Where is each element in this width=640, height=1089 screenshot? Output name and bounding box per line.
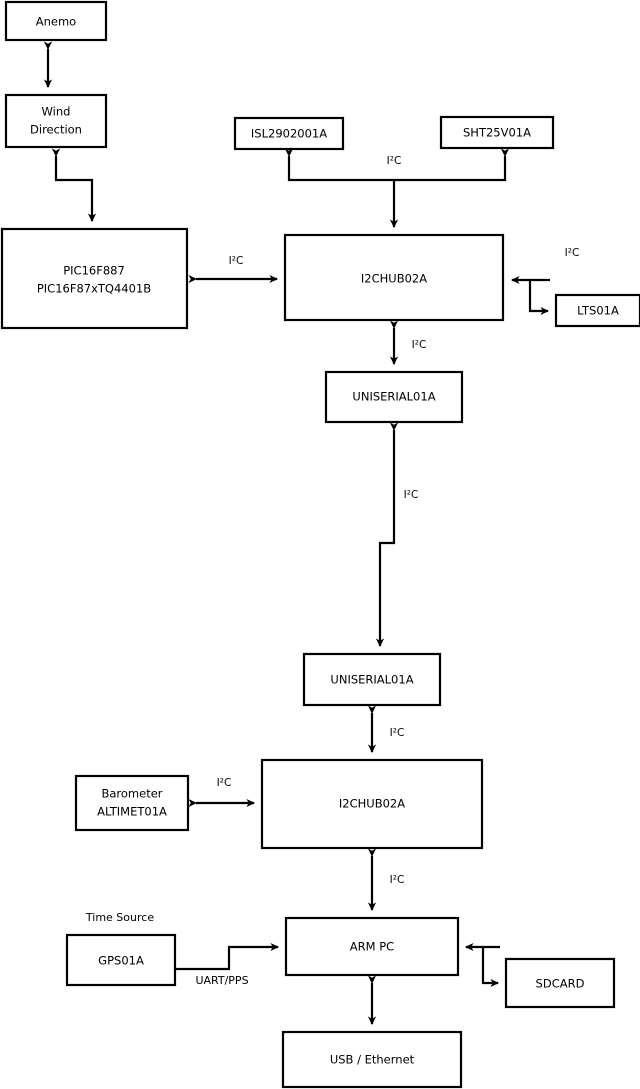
edge-gps-armpc	[175, 942, 280, 971]
edge-uni-to-uni-zigzag	[375, 422, 399, 648]
node-usb-ethernet-box[interactable]	[281, 1030, 463, 1089]
node-usb-ethernet[interactable]: USB / Ethernet	[281, 1030, 463, 1089]
node-barometer-box[interactable]	[74, 774, 190, 832]
node-uniserial01a-bottom-box[interactable]	[302, 652, 442, 707]
node-sht25v01a[interactable]: SHT25V01A	[439, 115, 555, 150]
node-pic-mcu-label-line2: PIC16F87xTQ4401B	[37, 282, 151, 296]
node-usb-ethernet-label: USB / Ethernet	[330, 1053, 415, 1067]
node-pic-mcu-box[interactable]	[0, 227, 189, 330]
node-arm-pc-box[interactable]	[284, 916, 460, 977]
node-isl2902001a-box[interactable]	[233, 116, 345, 151]
node-i2chub02a-top[interactable]: I2CHUB02A	[283, 233, 505, 322]
node-i2chub02a-top-box[interactable]	[283, 233, 505, 322]
node-wind-direction-label-line2: Direction	[30, 123, 82, 137]
node-gps01a[interactable]: GPS01A	[65, 933, 177, 987]
node-barometer[interactable]: Barometer ALTIMET01A	[74, 774, 190, 832]
node-gps01a-label: GPS01A	[98, 954, 144, 968]
edge-label-uni-to-uni: I²C	[404, 489, 419, 501]
node-uniserial01a-top-label: UNISERIAL01A	[352, 390, 435, 404]
edge-bus-isl	[284, 148, 394, 182]
node-wind-direction-box[interactable]	[4, 93, 108, 149]
node-wind-direction-label-line1: Wind	[42, 105, 71, 119]
node-anemo[interactable]: Anemo	[4, 0, 108, 42]
node-barometer-label-line1: Barometer	[101, 787, 162, 801]
node-uniserial01a-top[interactable]: UNISERIAL01A	[324, 370, 464, 424]
node-lts01a-label: LTS01A	[577, 304, 619, 318]
node-sht25v01a-label: SHT25V01A	[463, 126, 531, 140]
node-anemo-box[interactable]	[4, 0, 108, 42]
node-sht25v01a-box[interactable]	[439, 115, 555, 150]
node-lts01a-box[interactable]	[554, 293, 640, 328]
edge-hub-lts-in	[528, 278, 550, 316]
node-uniserial01a-bottom[interactable]: UNISERIAL01A	[302, 652, 442, 707]
edge-pic-wind-zigzag	[51, 148, 97, 223]
edge-label-uni-hub-bottom: I²C	[390, 727, 405, 739]
node-i2chub02a-bottom-label: I2CHUB02A	[339, 797, 405, 811]
node-barometer-label-line2: ALTIMET01A	[97, 805, 167, 819]
node-lts01a[interactable]: LTS01A	[554, 293, 640, 328]
edge-label-gps-armpc: UART/PPS	[195, 974, 248, 987]
edge-label-isl-sht-bus: I²C	[387, 155, 402, 167]
node-arm-pc-label: ARM PC	[350, 940, 394, 954]
node-isl2902001a-label: ISL2902001A	[251, 127, 327, 141]
node-sdcard-box[interactable]	[504, 957, 616, 1009]
edge-bus-sht	[394, 148, 510, 182]
edge-label-hub-lts: I²C	[565, 247, 580, 259]
node-gps01a-box[interactable]	[65, 933, 177, 987]
node-i2chub02a-top-label: I2CHUB02A	[361, 272, 427, 286]
node-uniserial01a-top-box[interactable]	[324, 370, 464, 424]
edge-label-hub-armpc: I²C	[390, 874, 405, 886]
edge-label-pic-hub: I²C	[229, 255, 244, 267]
node-uniserial01a-bottom-label: UNISERIAL01A	[330, 673, 413, 687]
node-i2chub02a-bottom[interactable]: I2CHUB02A	[260, 758, 484, 850]
node-pic-mcu-label-line1: PIC16F887	[63, 264, 125, 278]
edge-label-barometer-hub: I²C	[217, 777, 232, 789]
node-wind-direction[interactable]: Wind Direction	[4, 93, 108, 149]
edge-label-hub-uni-top: I²C	[412, 339, 427, 351]
node-sdcard-label: SDCARD	[536, 977, 585, 991]
node-arm-pc[interactable]: ARM PC	[284, 916, 460, 977]
node-isl2902001a[interactable]: ISL2902001A	[233, 116, 345, 151]
annotation-time-source: Time Source	[85, 911, 154, 924]
node-anemo-label: Anemo	[36, 15, 76, 29]
node-sdcard[interactable]: SDCARD	[504, 957, 616, 1009]
node-pic-mcu[interactable]: PIC16F887 PIC16F87xTQ4401B	[0, 227, 189, 330]
edge-armpc-sdcard-in	[481, 945, 500, 988]
node-i2chub02a-bottom-box[interactable]	[260, 758, 484, 850]
